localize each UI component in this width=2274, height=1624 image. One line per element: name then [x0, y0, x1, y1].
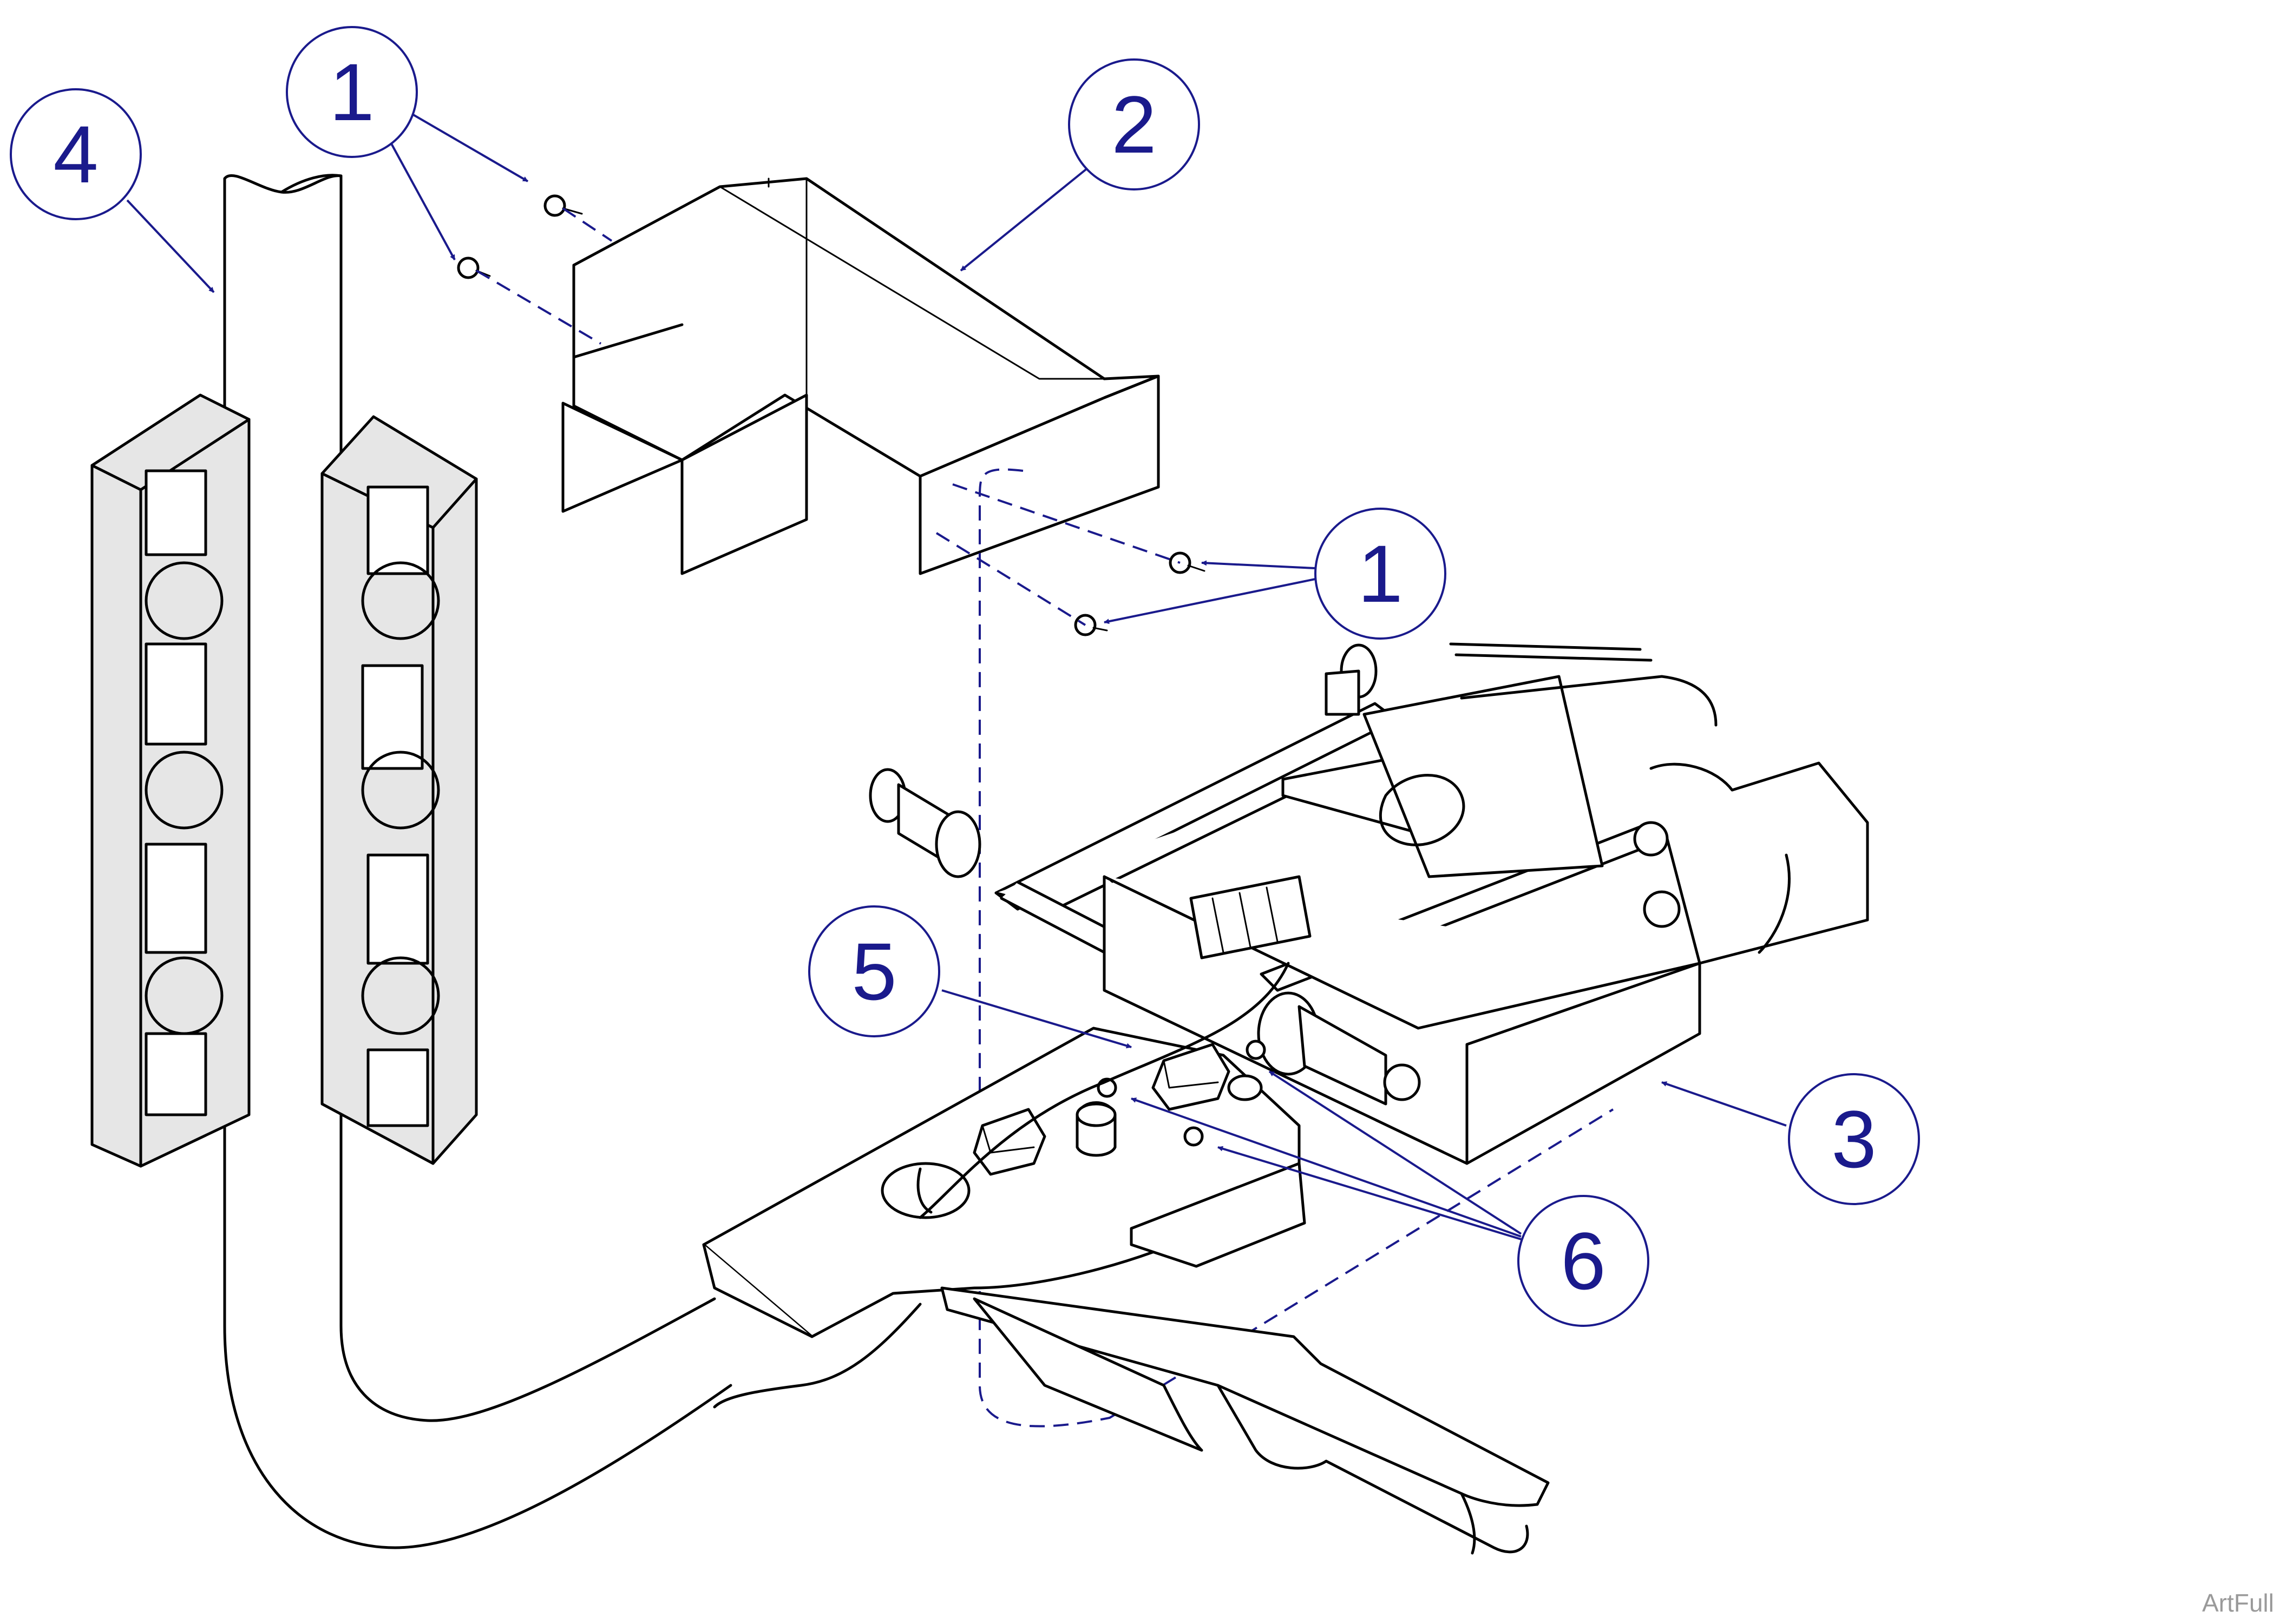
- bent-post-tube: [223, 174, 732, 1549]
- callout-2[interactable]: 2: [1068, 58, 1200, 190]
- callout-3[interactable]: 3: [1788, 1073, 1920, 1205]
- screw-top-right: [543, 194, 583, 217]
- callout-4[interactable]: 4: [10, 88, 142, 220]
- callout-6-label: 6: [1561, 1215, 1605, 1306]
- alignment-lines: [475, 207, 1614, 1428]
- drive-frame-assembly: [994, 642, 1869, 1165]
- screw-side-upper: [1169, 551, 1205, 574]
- callout-5[interactable]: 5: [808, 905, 940, 1037]
- lower-base-bracket: [1130, 1162, 1306, 1268]
- pivot-pin: [1076, 1101, 1117, 1157]
- end-fitting-rear: [1633, 821, 1681, 928]
- callout-1-top-label: 1: [329, 47, 374, 137]
- terminal-block: [1189, 875, 1312, 959]
- end-fitting-front: [1257, 991, 1421, 1106]
- iv-bracket-left: [90, 393, 251, 1168]
- callout-6[interactable]: 6: [1517, 1195, 1649, 1327]
- callout-4-label: 4: [53, 109, 98, 200]
- callout-1-top[interactable]: 1: [286, 26, 418, 158]
- screw-side-lower: [1074, 614, 1108, 636]
- cable: [713, 962, 1290, 1409]
- callout-1-side[interactable]: 1: [1314, 508, 1446, 640]
- cover-plate: [561, 177, 1160, 575]
- lower-tube: [940, 1286, 1550, 1555]
- pivot-bolt-main: [1151, 1043, 1263, 1111]
- screw-top-left: [457, 257, 491, 279]
- iv-bracket-right: [320, 415, 478, 1165]
- callout-2-label: 2: [1111, 79, 1156, 170]
- end-fitting-right: [1325, 643, 1378, 716]
- callout-3-label: 3: [1831, 1094, 1876, 1185]
- art-label: ArtFull: [2202, 1589, 2274, 1617]
- callout-leaders: [126, 113, 1787, 1240]
- callout-1-side-label: 1: [1358, 528, 1403, 619]
- callout-5-label: 5: [851, 926, 896, 1017]
- end-fitting-left: [869, 768, 981, 878]
